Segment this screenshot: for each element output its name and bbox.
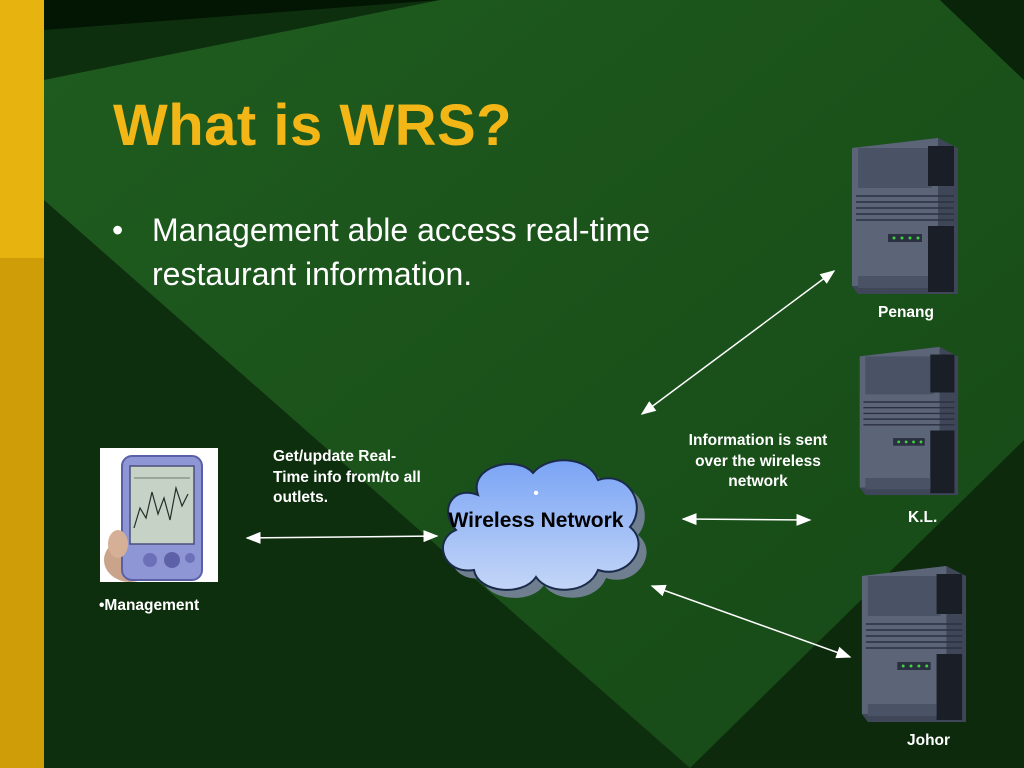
server-penang [848,136,960,296]
accent-bar-bottom [0,258,44,768]
accent-bar-top [0,0,44,258]
server-tower-icon [861,566,967,722]
server-johor [858,564,968,724]
wireless-network-cloud: • Wireless Network [438,455,654,605]
info-sent-label: Information is sent over the wireless ne… [688,432,828,490]
arrow-cloud-kl [681,513,812,526]
arrow-cloud-penang [640,270,836,415]
server-tower-icon [859,346,959,496]
server-label-johor: Johor [907,732,951,749]
server-label-penang: Penang [878,304,934,321]
cloud-icon [442,459,647,598]
server-kl [856,345,960,497]
bullet-marker: • [112,212,124,248]
server-tower-icon [852,138,958,294]
arrow-management-cloud [245,530,439,544]
bullet-text: Management able access real-time restaur… [152,212,651,292]
arrow-cloud-johor [650,584,852,659]
management-label: •Management [99,597,200,614]
server-label-kl: K.L. [908,509,938,526]
cloud-label: Wireless Network [448,509,624,532]
get-update-label: Get/update Real-Time info from/to all ou… [273,448,421,506]
cloud-bullet: • [533,485,539,502]
pda-image [100,448,218,582]
handheld-device-icon [104,455,203,582]
slide-title: What is WRS? [113,93,513,158]
